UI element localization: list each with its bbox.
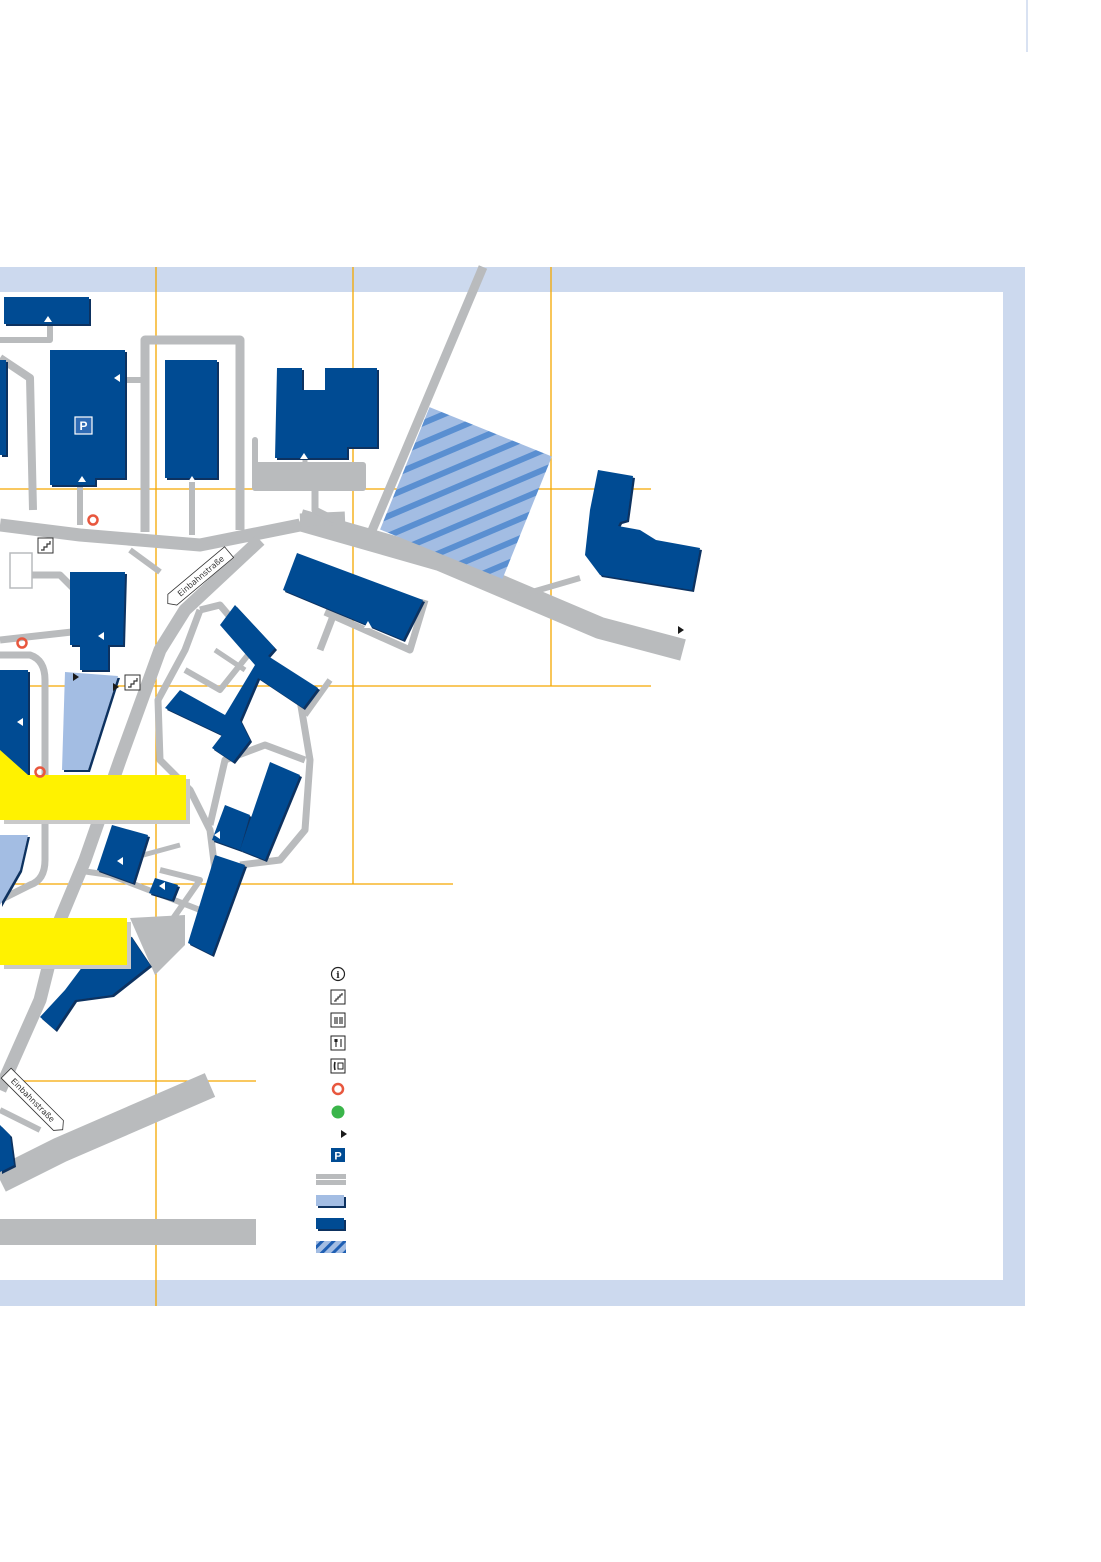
stairs-markers: [37, 537, 141, 691]
red-ring-icon: [331, 1082, 345, 1096]
cutlery-icon: [330, 1035, 346, 1051]
road-swatch: [316, 1174, 346, 1185]
entrance-markers: [17, 316, 372, 890]
hatched-area: [380, 407, 552, 579]
entrance-arrow-icon: [341, 1130, 347, 1138]
callout-lower: [0, 918, 127, 965]
svg-text:P: P: [79, 419, 87, 433]
hatched-swatch: [316, 1241, 346, 1253]
parking-icon: P: [331, 1148, 345, 1163]
entrance-markers-dark: [73, 626, 684, 691]
phone-icon: [330, 1058, 346, 1074]
road-network: [0, 265, 686, 1245]
info-icon: i: [330, 966, 346, 982]
building-swatch: [316, 1218, 344, 1229]
svg-text:i: i: [336, 971, 340, 981]
light-building-swatch: [316, 1195, 344, 1206]
stairs-icon: [330, 989, 346, 1005]
red-ring-markers: [16, 514, 99, 778]
parking-sign: P: [74, 416, 93, 435]
kiosk-box: [9, 552, 33, 589]
plaza: [130, 915, 185, 975]
toilet-icon: [330, 1012, 346, 1028]
green-dot-icon: [331, 1105, 345, 1119]
callout-upper: [0, 750, 186, 820]
svg-text:P: P: [334, 1151, 341, 1163]
callouts: [0, 750, 186, 965]
legend: i: [316, 966, 347, 1253]
light-buildings: [0, 672, 118, 905]
